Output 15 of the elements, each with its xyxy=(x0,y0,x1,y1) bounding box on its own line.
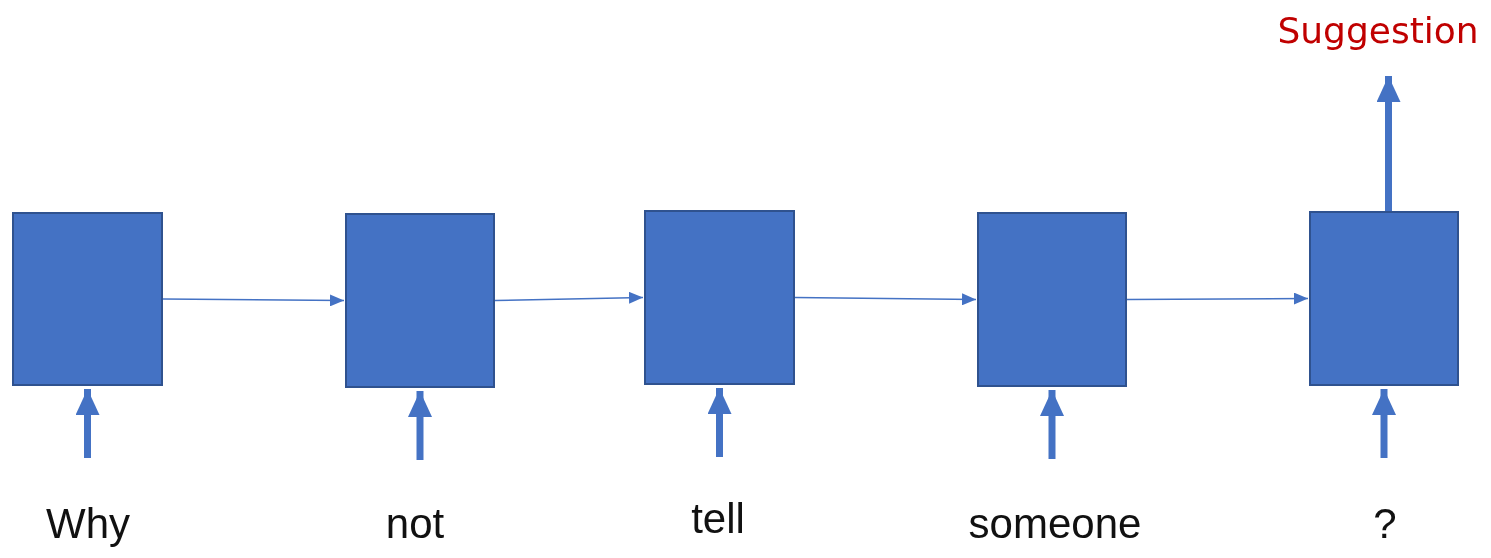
arrow xyxy=(1126,292,1309,305)
word-label: not xyxy=(385,500,445,548)
arrow xyxy=(494,291,644,304)
arrow xyxy=(794,293,977,306)
output-label: Suggestion xyxy=(1268,2,1488,58)
arrow xyxy=(162,294,345,307)
cell-box xyxy=(1309,211,1459,386)
word-label: tell xyxy=(691,495,745,543)
cell-box xyxy=(644,210,795,385)
cell-box xyxy=(345,213,495,388)
cell-box xyxy=(12,212,163,386)
word-label: someone xyxy=(968,500,1142,548)
word-label: Why xyxy=(46,500,130,548)
word-label: ? xyxy=(1373,500,1397,548)
cell-box xyxy=(977,212,1127,387)
